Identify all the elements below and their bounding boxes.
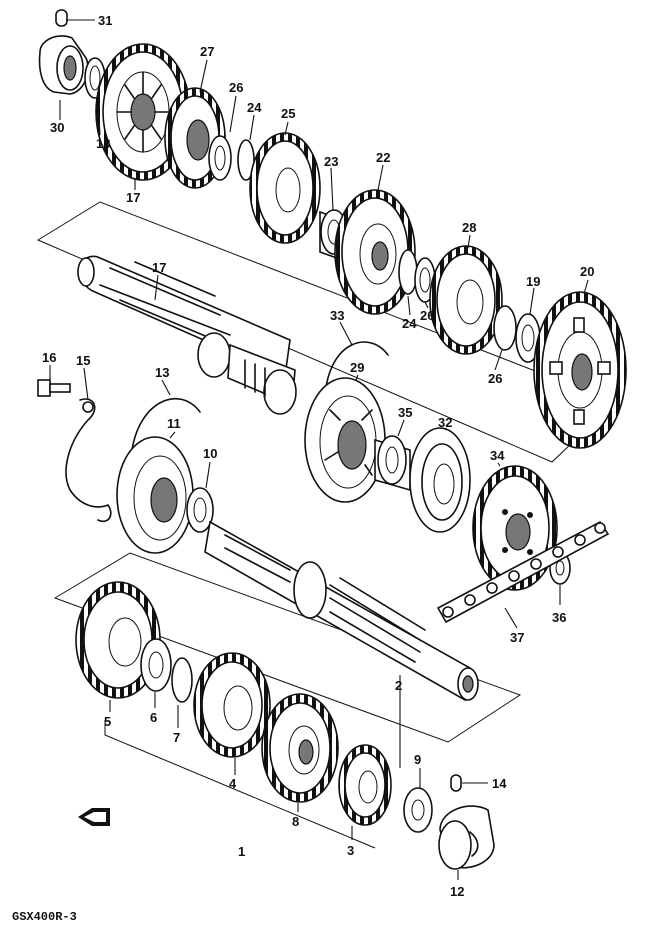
part-label-24-lower: 24: [402, 316, 417, 331]
part-label-13: 13: [155, 365, 169, 380]
gear-8: [261, 693, 339, 803]
circlip-13: [131, 397, 201, 451]
part-label-32: 32: [438, 415, 452, 430]
part-label-12: 12: [450, 884, 464, 899]
part-label-29: 29: [350, 360, 364, 375]
part-label-27: 27: [200, 44, 214, 59]
part-label-34: 34: [490, 448, 505, 463]
gear-3: [338, 744, 392, 826]
part-label-36: 36: [552, 610, 566, 625]
part-label-20: 20: [580, 264, 594, 279]
gear-20: [533, 291, 627, 449]
front-direction-arrow-icon: [78, 808, 110, 826]
part-label-19: 18: [96, 136, 110, 151]
washer-24-lower: [398, 249, 418, 295]
bolt-16: [37, 379, 71, 397]
spacer-35: [374, 435, 411, 492]
part-label-8: 8: [292, 814, 299, 829]
part-label-1: 1: [238, 844, 245, 859]
part-label-24-upper: 24: [247, 100, 262, 115]
bearing-30: [38, 35, 89, 95]
circlip-7: [171, 657, 193, 703]
bushing-6: [140, 638, 172, 692]
pin-31: [55, 9, 68, 27]
driveshaft-plane-outline: [53, 552, 522, 743]
countershaft-17: [77, 255, 297, 415]
part-label-26-upper: 26: [229, 80, 243, 95]
bearing-retainer-15: [65, 398, 112, 523]
bushing-26-lower: [493, 305, 517, 351]
part-label-18: 17: [126, 190, 140, 205]
part-label-11: 11: [167, 416, 181, 431]
bushing-26-upper: [208, 135, 232, 181]
part-label-25: 25: [281, 106, 295, 121]
part-label-5: 5: [104, 714, 111, 729]
part-label-6: 6: [150, 710, 157, 725]
gear-5: [75, 581, 161, 699]
oil-seal-32: [409, 427, 471, 533]
bearing-11: [116, 436, 194, 554]
chain-37: [436, 520, 610, 624]
part-label-16: 16: [42, 350, 56, 365]
bearing-12: [438, 805, 495, 870]
part-label-7: 7: [173, 730, 180, 745]
part-label-9: 9: [414, 752, 421, 767]
part-label-2: 2: [395, 678, 402, 693]
gear-25: [249, 132, 321, 244]
part-label-23: 23: [324, 154, 338, 169]
part-label-33: 33: [330, 308, 344, 323]
group-1-bracket: [104, 720, 376, 849]
driveshaft-2: [204, 520, 479, 702]
part-label-10: 10: [203, 446, 217, 461]
part-label-35: 35: [398, 405, 412, 420]
gear-22: [334, 189, 416, 315]
washer-10: [186, 487, 214, 533]
pin-14: [450, 774, 462, 792]
part-label-26-mid: 26: [420, 308, 434, 323]
bearing-29: [304, 377, 386, 503]
part-label-22: 22: [376, 150, 390, 165]
part-label-21: 19: [526, 274, 540, 289]
part-label-4: 4: [229, 776, 237, 791]
part-label-28: 28: [462, 220, 476, 235]
part-label-31: 31: [98, 13, 112, 28]
part-labels: 31 30 18 17 27 26 24 25 23 22 28 20 19 2…: [42, 13, 594, 899]
part-label-3: 3: [347, 843, 354, 858]
model-code-label: GSX400R-3: [12, 910, 77, 924]
part-label-17: 17: [152, 260, 166, 275]
gear-4: [193, 652, 271, 758]
gear-28: [429, 245, 503, 355]
part-label-26-lower: 26: [488, 371, 502, 386]
leader-lines: [49, 19, 589, 880]
part-label-37: 37: [510, 630, 524, 645]
washer-9: [403, 787, 433, 833]
part-label-15: 15: [76, 353, 90, 368]
part-label-30: 30: [50, 120, 64, 135]
part-label-14: 14: [492, 776, 507, 791]
